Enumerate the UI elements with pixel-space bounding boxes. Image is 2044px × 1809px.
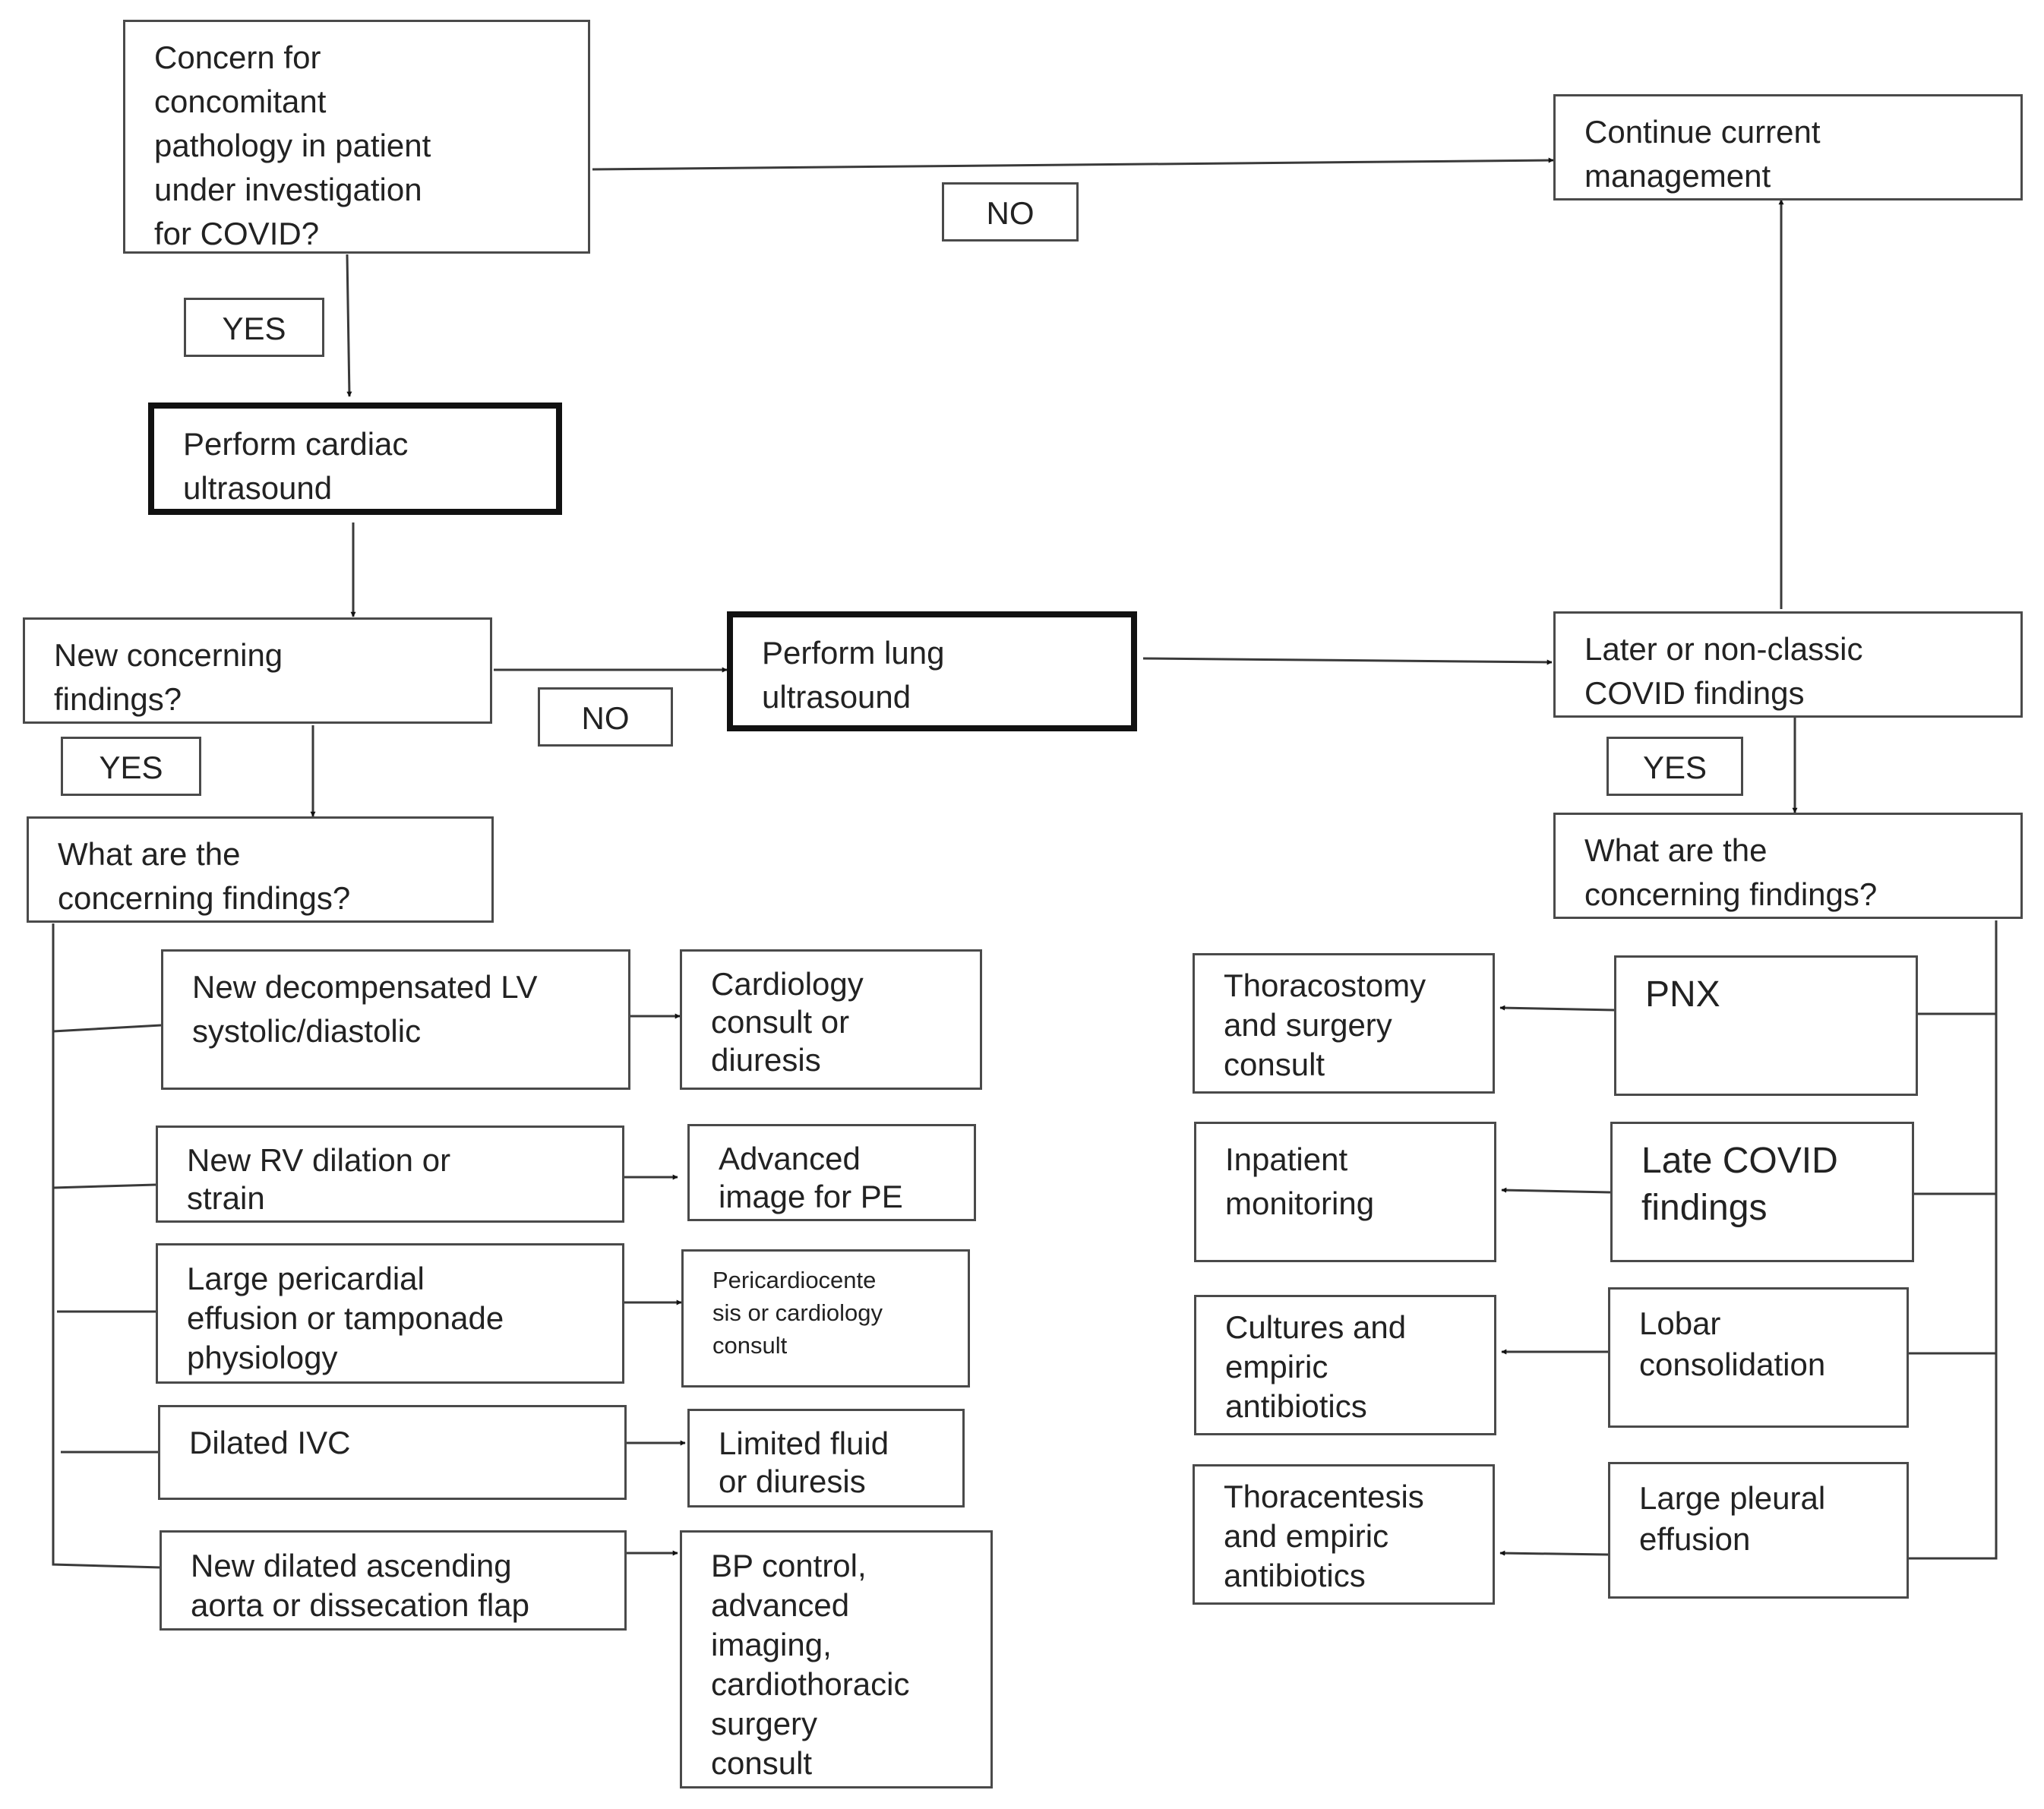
- arrow-no-to-continue: [592, 157, 1554, 171]
- arrow-pnx-to-thoracostomy: [1499, 1005, 1615, 1012]
- node-thoracostomy: Thoracostomy and surgery consult: [1193, 953, 1495, 1094]
- node-lobar-consolidation: Lobar consolidation: [1608, 1287, 1909, 1428]
- node-late-covid-findings: Late COVID findings: [1610, 1122, 1914, 1262]
- label-yes-left: YES: [61, 737, 201, 796]
- node-bp-control: BP control, advanced imaging, cardiothor…: [680, 1530, 993, 1788]
- node-cultures-antibiotics: Cultures and empiric antibiotics: [1194, 1295, 1496, 1435]
- label-yes-top: YES: [184, 298, 324, 357]
- node-pnx: PNX: [1614, 955, 1918, 1096]
- right-branch-trunk: [1909, 920, 1998, 1560]
- branch-lv: [52, 1024, 162, 1033]
- node-what-findings-left: What are the concerning findings?: [27, 816, 494, 923]
- node-limited-fluid: Limited fluid or diuresis: [687, 1409, 965, 1508]
- node-ascending-aorta: New dilated ascending aorta or dissecati…: [160, 1530, 627, 1631]
- node-cardiac-ultrasound: Perform cardiac ultrasound: [148, 403, 562, 515]
- node-inpatient-monitoring: Inpatient monitoring: [1194, 1122, 1496, 1262]
- node-advanced-pe: Advanced image for PE: [687, 1124, 976, 1221]
- node-continue-management: Continue current management: [1553, 94, 2023, 200]
- label-no-top: NO: [942, 182, 1079, 242]
- node-pericardial-effusion: Large pericardial effusion or tamponade …: [156, 1243, 624, 1384]
- arrow-late-to-inpatient: [1501, 1187, 1611, 1194]
- arrow-pleural-to-thoracentesis: [1499, 1550, 1609, 1556]
- node-what-findings-right: What are the concerning findings?: [1553, 813, 2023, 919]
- label-yes-right: YES: [1606, 737, 1743, 796]
- node-dilated-ivc: Dilated IVC: [158, 1405, 627, 1500]
- node-lv-decompensated: New decompensated LV systolic/diastolic: [161, 949, 630, 1090]
- node-rv-dilation: New RV dilation or strain: [156, 1125, 624, 1223]
- node-thoracentesis: Thoracentesis and empiric antibiotics: [1193, 1464, 1495, 1605]
- node-lung-ultrasound: Perform lung ultrasound: [727, 611, 1137, 731]
- node-concern: Concern for concomitant pathology in pat…: [123, 20, 590, 254]
- node-pericardiocentesis: Pericardiocente sis or cardiology consul…: [681, 1249, 970, 1388]
- arrow-yes-to-cardiac: [346, 254, 352, 397]
- arrow-lung-to-later: [1142, 657, 1553, 665]
- node-new-findings: New concerning findings?: [23, 617, 492, 724]
- branch-rv: [52, 1183, 156, 1189]
- left-branch-trunk: [52, 923, 162, 1569]
- node-cardiology-consult: Cardiology consult or diuresis: [680, 949, 982, 1090]
- label-no-mid: NO: [538, 687, 673, 747]
- node-large-pleural-effusion: Large pleural effusion: [1608, 1462, 1909, 1599]
- node-later-covid: Later or non-classic COVID findings: [1553, 611, 2023, 718]
